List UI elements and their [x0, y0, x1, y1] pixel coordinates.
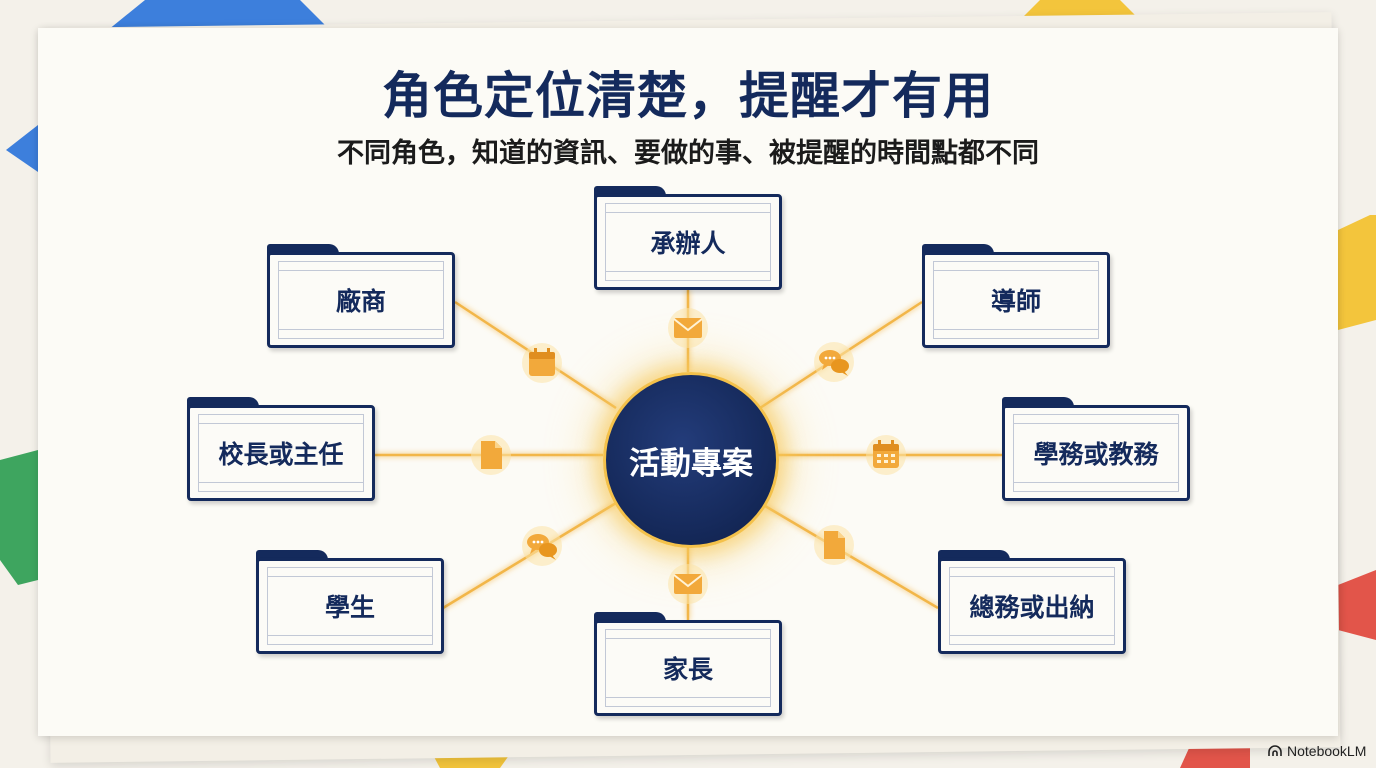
role-folder-organizer: 承辦人: [594, 186, 782, 290]
role-folder-principal: 校長或主任: [187, 397, 375, 501]
notebooklm-logo-icon: [1268, 745, 1282, 756]
role-folder-vendor: 廠商: [267, 244, 455, 348]
calendar-icon: [522, 343, 562, 383]
role-folder-parent: 家長: [594, 612, 782, 716]
role-folder-mentor: 導師: [922, 244, 1110, 348]
role-folder-general-affairs: 總務或出納: [938, 550, 1126, 654]
brand-label: NotebookLM: [1287, 743, 1367, 759]
envelope-icon: [668, 564, 708, 604]
envelope-icon: [668, 308, 708, 348]
role-label: 校長或主任: [218, 440, 344, 469]
chat-bubbles-icon: [814, 342, 854, 382]
role-label: 學生: [324, 593, 375, 622]
document-icon: [814, 525, 854, 565]
chat-bubbles-icon: [522, 526, 562, 566]
role-folder-academic: 學務或教務: [1002, 397, 1190, 501]
role-label: 家長: [662, 655, 713, 684]
document-icon: [471, 435, 511, 475]
hub-node: 活動專案: [603, 372, 779, 548]
role-label: 承辦人: [650, 229, 726, 258]
hub-label: 活動專案: [629, 445, 753, 482]
role-label: 廠商: [335, 287, 386, 316]
role-label: 總務或出納: [969, 593, 1095, 622]
slide-title: 角色定位清楚，提醒才有用: [382, 67, 994, 125]
role-label: 學務或教務: [1033, 440, 1159, 469]
role-label: 導師: [990, 287, 1041, 316]
role-folder-student: 學生: [256, 550, 444, 654]
calendar-icon: [866, 435, 906, 475]
brand-watermark: NotebookLM: [1268, 743, 1366, 759]
slide-subtitle: 不同角色，知道的資訊、要做的事、被提醒的時間點都不同: [337, 138, 1039, 169]
